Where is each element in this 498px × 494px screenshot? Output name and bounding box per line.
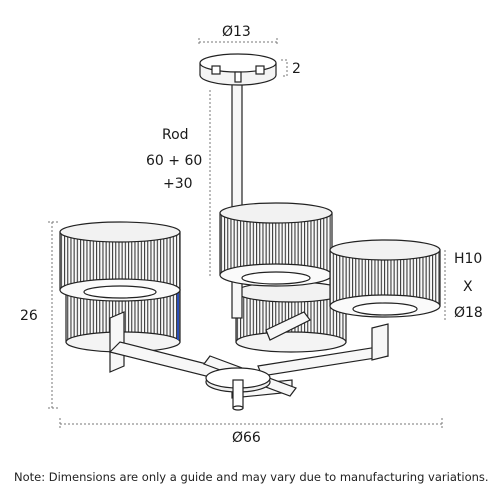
arms <box>108 311 389 399</box>
shade-back-right <box>235 281 347 353</box>
shade-diameter-label: Ø18 <box>454 305 483 321</box>
canopy-diameter-label: Ø13 <box>222 24 251 40</box>
canopy <box>199 53 277 319</box>
overall-height-label: 26 <box>20 308 38 324</box>
disclaimer-note: Note: Dimensions are only a guide and ma… <box>14 470 489 484</box>
central-hub <box>205 367 271 411</box>
canopy-height-label: 2 <box>292 61 301 77</box>
rod-title-label: Rod <box>162 127 189 143</box>
dimension-lines <box>48 38 446 428</box>
shade-front-left <box>59 221 181 302</box>
shade-x-label: X <box>463 279 473 295</box>
rod-length-label-1: 60 + 60 <box>146 153 203 169</box>
shade-front-right <box>329 239 441 318</box>
overall-width-label: Ø66 <box>232 430 261 446</box>
shade-height-label: H10 <box>454 251 483 267</box>
rod-length-label-2: +30 <box>163 176 193 192</box>
shade-front-center <box>219 202 333 287</box>
